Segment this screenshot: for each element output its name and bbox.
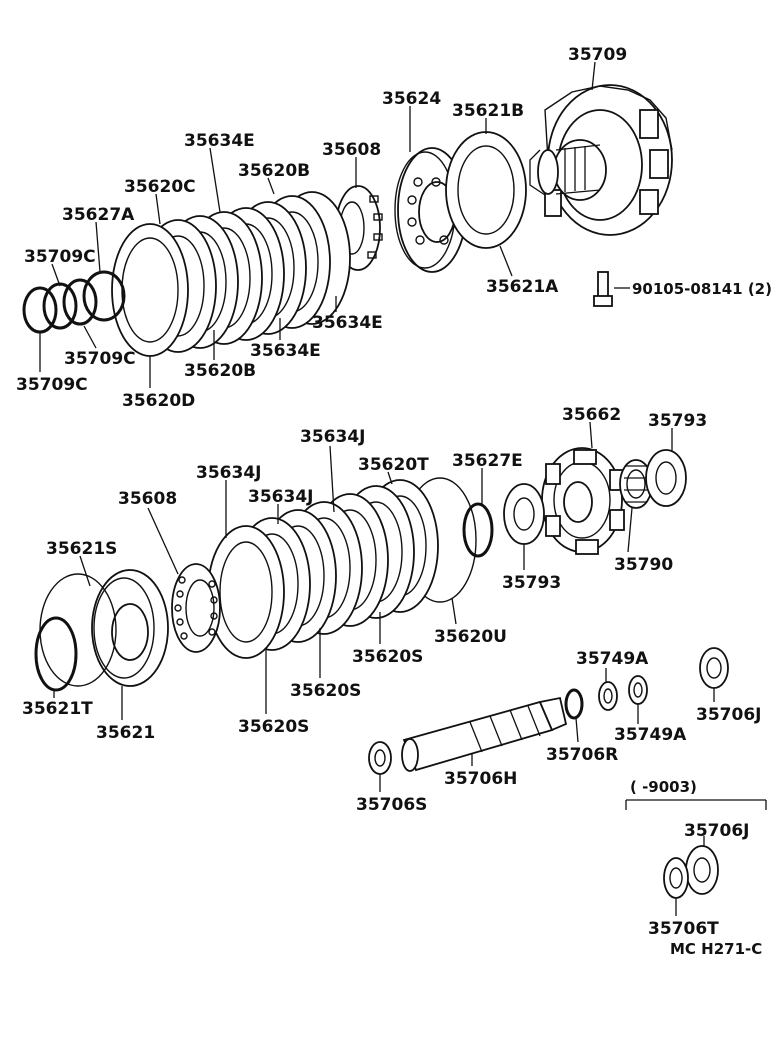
label-35709C-b: 35709C: [64, 349, 136, 369]
variant-bracket: [625, 799, 767, 810]
label-35621S: 35621S: [46, 539, 117, 559]
diagram-code: MC H271-C: [670, 940, 762, 958]
label-35790: 35790: [614, 555, 673, 575]
label-35620S-c: 35620S: [238, 717, 309, 737]
part-bottom-clutch-pack: [207, 479, 439, 659]
label-35627A: 35627A: [62, 205, 135, 225]
part-35706T-washer: [663, 857, 689, 899]
part-35706J-washer-top: [699, 647, 729, 689]
label-35634E-top: 35634E: [184, 131, 255, 151]
label-35749A-top: 35749A: [576, 649, 649, 669]
label-35662: 35662: [562, 405, 621, 425]
part-35621B-ring: [445, 131, 527, 249]
label-35793-bot: 35793: [502, 573, 561, 593]
label-35706T: 35706T: [648, 919, 719, 939]
label-35709C-a: 35709C: [24, 247, 96, 267]
label-35621T: 35621T: [22, 699, 93, 719]
part-35621T-ring: [34, 616, 78, 692]
label-35793-top: 35793: [648, 411, 707, 431]
label-35709C-c: 35709C: [16, 375, 88, 395]
part-35706S-washer: [368, 741, 392, 775]
label-35627E: 35627E: [452, 451, 523, 471]
label-35706J-top: 35706J: [696, 705, 761, 725]
part-35793-washer-bot: [503, 483, 545, 545]
label-35621A: 35621A: [486, 277, 559, 297]
part-35627A-snap-ring: [82, 270, 126, 322]
label-35634E-mid: 35634E: [250, 341, 321, 361]
part-35608-spring-bottom: [171, 563, 221, 653]
label-35634J-left: 35634J: [196, 463, 261, 483]
label-35620B-top: 35620B: [238, 161, 310, 181]
part-35627E-snap-ring: [462, 502, 494, 558]
label-90105: 90105-08141 (2): [632, 280, 772, 298]
label-35621B: 35621B: [452, 101, 524, 121]
part-35662-carrier: [541, 447, 625, 555]
label-35706R: 35706R: [546, 745, 618, 765]
label-9003: ( -9003): [630, 778, 697, 796]
label-35749A-bot: 35749A: [614, 725, 687, 745]
label-35620B-bot: 35620B: [184, 361, 256, 381]
label-35621: 35621: [96, 723, 155, 743]
label-35608-top: 35608: [322, 140, 381, 160]
part-35706J-washer-bot: [685, 845, 719, 895]
labels: 35709 35624 35621B 35608 35634E 35620B 3…: [16, 45, 772, 958]
label-35706J-bot: 35706J: [684, 821, 749, 841]
part-35790-bearing: [619, 459, 653, 509]
label-35620U: 35620U: [434, 627, 507, 647]
part-35709-drum: [529, 84, 673, 236]
label-35620S-a: 35620S: [352, 647, 423, 667]
label-35620T: 35620T: [358, 455, 429, 475]
label-35608-bot: 35608: [118, 489, 177, 509]
label-35634E-right: 35634E: [312, 313, 383, 333]
label-35624: 35624: [382, 89, 441, 109]
label-35620C: 35620C: [124, 177, 196, 197]
label-35634J-mid: 35634J: [248, 487, 313, 507]
part-35706R-snap-ring: [564, 688, 584, 720]
label-35709: 35709: [568, 45, 627, 65]
label-35706S: 35706S: [356, 795, 427, 815]
part-35793-washer-top: [645, 449, 687, 507]
label-35706H: 35706H: [444, 769, 517, 789]
leader-lines: [39, 61, 715, 916]
label-35620S-b: 35620S: [290, 681, 361, 701]
part-90105-bolt: [593, 271, 613, 307]
label-35620D: 35620D: [122, 391, 195, 411]
label-35634J-top: 35634J: [300, 427, 365, 447]
part-top-clutch-pack: [139, 191, 351, 353]
part-35706H-shaft: [401, 696, 568, 772]
